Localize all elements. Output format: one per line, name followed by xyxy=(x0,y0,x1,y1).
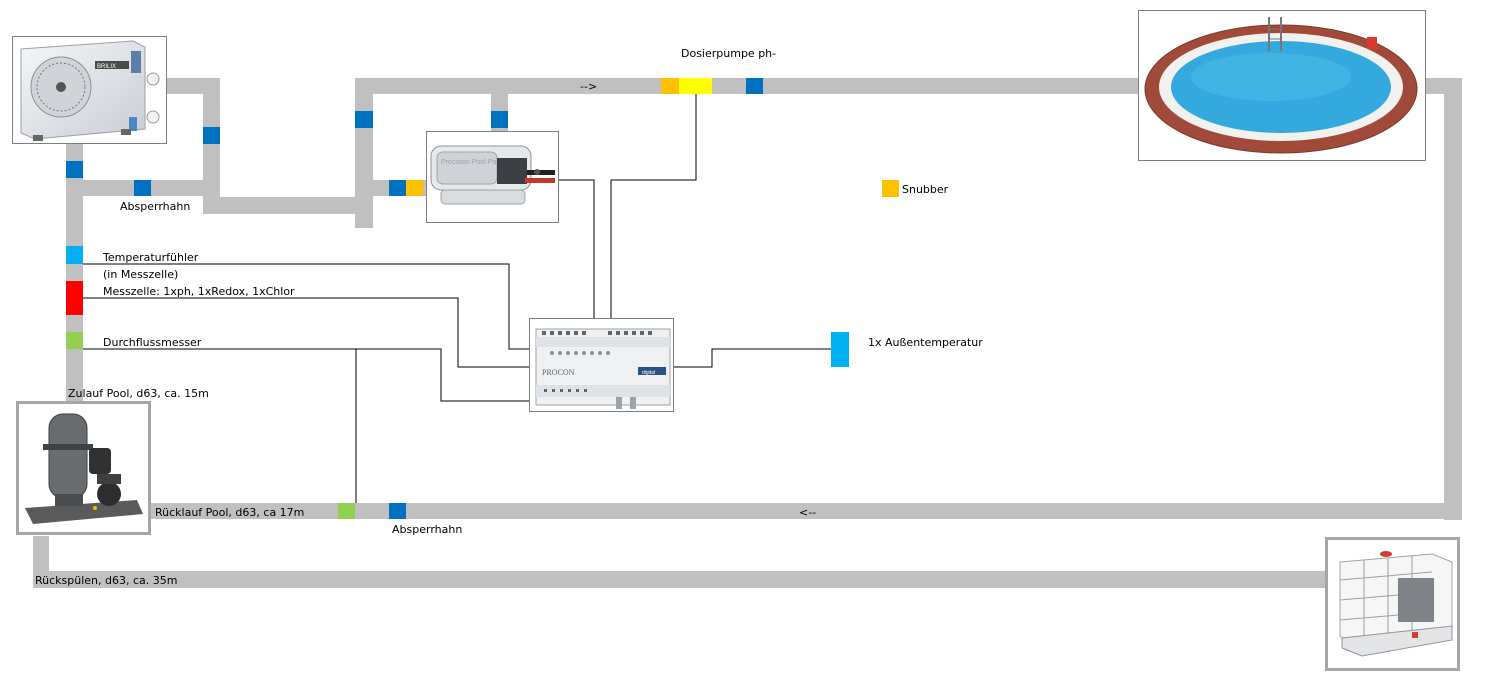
wire-chlorinator xyxy=(559,179,595,318)
pipe-right-vertical xyxy=(1444,78,1462,520)
snubber-label: Snubber xyxy=(902,183,949,196)
flow-meter-label: Durchflussmesser xyxy=(103,336,202,349)
procon-controller[interactable]: PROCON digital xyxy=(529,318,674,412)
valve-top-main[interactable] xyxy=(746,78,763,94)
valve-heatpump-in[interactable] xyxy=(134,180,151,196)
valve-top-label: Absperrhahn xyxy=(120,200,191,213)
outside-temp-label: 1x Außentemperatur xyxy=(868,336,983,349)
chlorinator-cell[interactable]: Precision Pool Parts xyxy=(426,131,559,223)
wire-flow-meter xyxy=(83,348,529,402)
return-label: Rücklauf Pool, d63, ca 17m xyxy=(155,506,305,519)
valve-return[interactable] xyxy=(389,503,406,519)
controller-brand: PROCON xyxy=(542,368,575,377)
flow-meter xyxy=(66,332,83,349)
controller-tag: digital xyxy=(642,370,655,376)
heat-pump[interactable]: BRILIX xyxy=(12,36,167,144)
pool[interactable] xyxy=(1138,10,1426,161)
valve-chlorinator-out[interactable] xyxy=(491,111,508,128)
backwash-label: Rückspülen, d63, ca. 35m xyxy=(35,574,178,587)
outside-temperature-sensor xyxy=(831,332,849,367)
temp-sensor-label: Temperaturfühler xyxy=(103,251,199,264)
heat-pump-brand: BRILIX xyxy=(97,64,116,70)
dosing-pump-injector xyxy=(679,78,712,94)
valve-bypass-rise[interactable] xyxy=(355,111,373,128)
pipe-backwash xyxy=(33,571,1329,588)
wire-dosing-pump xyxy=(610,94,697,318)
pipe-return xyxy=(150,503,1462,519)
valve-bypass[interactable] xyxy=(203,127,220,144)
dosing-pump-label: Dosierpumpe ph- xyxy=(681,47,777,60)
supply-label: Zulauf Pool, d63, ca. 15m xyxy=(68,387,209,400)
sand-filter[interactable] xyxy=(16,401,151,535)
wire-temp-sensor xyxy=(83,263,529,350)
ibc-tank-illustration xyxy=(1339,551,1453,657)
pool-illustration xyxy=(1144,17,1418,154)
ibc-tank[interactable] xyxy=(1325,537,1460,671)
valve-chlorinator-in[interactable] xyxy=(389,180,406,196)
heat-pump-illustration: BRILIX xyxy=(20,40,160,141)
valve-heatpump-vertical[interactable] xyxy=(66,161,83,178)
flow-arrow-back: <-- xyxy=(799,506,817,519)
snubber-top xyxy=(661,78,679,94)
pipe-bypass-bottom xyxy=(203,197,373,214)
valve-bottom-label: Absperrhahn xyxy=(392,523,463,536)
measuring-cell xyxy=(66,281,83,315)
chlorinator-watermark: Precision Pool Parts xyxy=(441,159,505,166)
flow-arrow-forward: --> xyxy=(580,80,598,93)
chlorinator-illustration: Precision Pool Parts xyxy=(430,145,555,205)
snubber-legend xyxy=(882,180,899,197)
temperature-sensor xyxy=(66,246,83,264)
sand-filter-illustration xyxy=(25,413,143,524)
wire-outside-temp xyxy=(674,348,831,368)
snubber-chlorinator xyxy=(406,180,423,196)
flow-meter-return xyxy=(338,503,355,519)
controller-illustration: PROCON digital xyxy=(535,328,671,409)
wire-measuring-cell xyxy=(83,297,529,368)
pipe-lower-bypass xyxy=(355,211,373,228)
measuring-cell-label: Messzelle: 1xph, 1xRedox, 1xChlor xyxy=(103,285,295,298)
temp-sensor-note: (in Messzelle) xyxy=(103,268,179,281)
